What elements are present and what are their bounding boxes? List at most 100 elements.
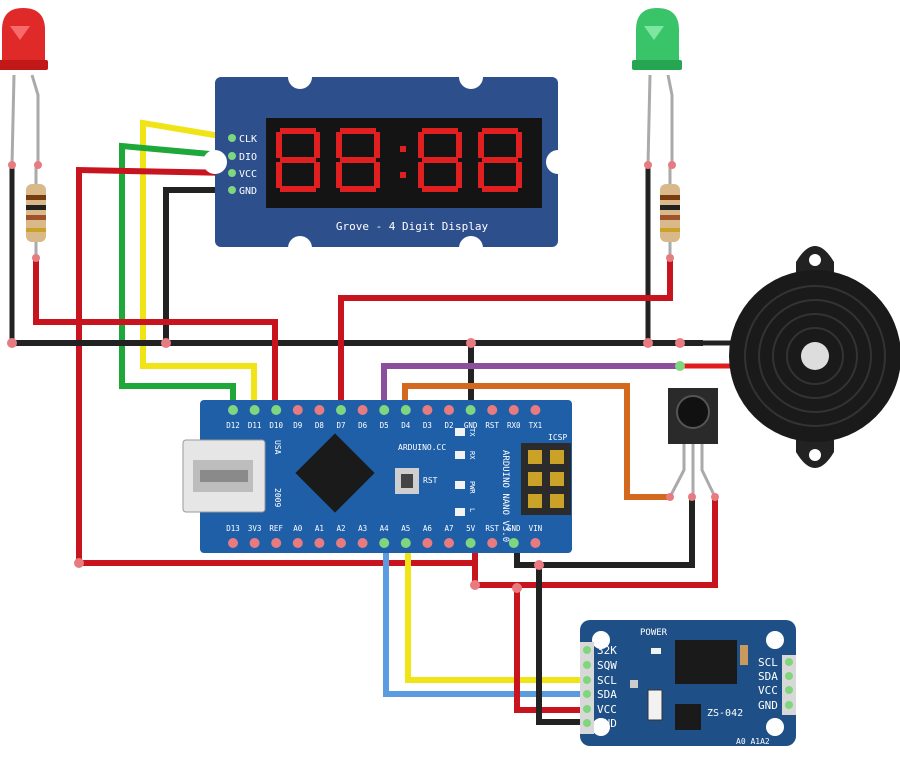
digit-segment: [336, 162, 342, 188]
led-leg: [10, 74, 16, 166]
rtc-left-pin: [583, 646, 591, 654]
display-pin-label: GND: [239, 186, 257, 197]
resistor-body: [26, 184, 46, 242]
joint: [534, 560, 544, 570]
rtc-left-pin-label: VCC: [597, 703, 617, 716]
nano-bottom-pin: [400, 538, 411, 548]
digit-segment: [516, 132, 522, 158]
resistor-band: [660, 228, 680, 232]
status-led-label: L: [468, 508, 476, 512]
wire-gnd-black: [163, 187, 235, 346]
nano-name: ARDUINO NANO V3.0: [500, 450, 510, 542]
rtc-smd: [647, 689, 663, 721]
nano-bottom-pin: [444, 538, 454, 548]
joint: [7, 338, 17, 348]
nano-bottom-pin: [271, 538, 282, 548]
piezo-buzzer: [729, 246, 900, 468]
icsp-pins: [528, 450, 564, 508]
digit-segment: [280, 186, 316, 192]
rtc-left-pin-label: SDA: [597, 688, 617, 701]
usa-label: USA: [273, 440, 282, 455]
joint: [666, 254, 674, 262]
status-led-label: TX: [468, 428, 476, 437]
nano-bottom-pin: [292, 538, 303, 548]
rtc-left-pin-label: SQW: [597, 659, 617, 672]
wire-rtc-scl-yellow: [405, 542, 590, 683]
nano-top-pin-label: D4: [401, 421, 411, 430]
nano-top-pin-label: TX1: [529, 421, 543, 430]
display-pin: [228, 186, 236, 194]
rtc-left-pin: [583, 661, 591, 669]
wire-led-right-to-d7: [338, 255, 673, 411]
rtc-chip: [675, 640, 737, 684]
mount-hole: [203, 150, 227, 174]
digit-segment: [314, 132, 320, 158]
led-green: [632, 8, 682, 166]
digit-segment: [456, 162, 462, 188]
nano-top-pin: [400, 405, 411, 415]
rtc-right-pin: [785, 658, 793, 666]
resistor-band: [26, 205, 46, 210]
nano-top-pin: [249, 405, 260, 415]
led-shine: [644, 26, 664, 40]
wire-ir-gnd-black: [514, 494, 695, 568]
joint: [675, 338, 685, 348]
nano-bottom-pin-label: GND: [507, 524, 521, 533]
colon-dot: [400, 172, 406, 178]
digit-segment: [422, 157, 458, 163]
nano-bottom-pin-label: VIN: [529, 524, 543, 533]
nano-bottom-pin-label: A6: [423, 524, 433, 533]
resistor-left: [26, 165, 46, 258]
nano-top-pin-label: RST: [485, 421, 499, 430]
resistor-band: [660, 195, 680, 200]
led-base: [632, 60, 682, 70]
nano-bottom-pin-label: A3: [358, 524, 367, 533]
digit-segment: [280, 157, 316, 163]
nano-bottom-pin: [487, 538, 498, 548]
icsp-pin: [528, 472, 542, 486]
display-pin: [228, 169, 236, 177]
wire-ir-vcc-red: [472, 494, 718, 588]
icsp-pin: [528, 450, 542, 464]
reset-button-cap: [401, 474, 413, 488]
nano-top-pin-label: D10: [269, 421, 283, 430]
nano-bottom-pin-label: A4: [380, 524, 390, 533]
display-pin-label: CLK: [239, 134, 257, 145]
nano-top-pin-label: D7: [336, 421, 345, 430]
joint: [34, 161, 42, 169]
rtc-right-pin-label: VCC: [758, 684, 778, 697]
wire-clk-yellow: [140, 119, 257, 411]
resistor-right: [660, 165, 680, 258]
colon-dot: [400, 146, 406, 152]
rtc-right-pin: [785, 701, 793, 709]
digit-segment: [340, 186, 376, 192]
nano-bottom-pin: [422, 538, 433, 548]
rtc-name: ZS-042: [707, 708, 743, 719]
led-leg: [646, 74, 652, 166]
wire-buzzer-d5: [381, 363, 683, 411]
rtc-left-pin: [583, 719, 591, 727]
digit-segment: [340, 128, 376, 134]
buzzer-ring: [758, 299, 872, 413]
nano-bottom-pin-label: REF: [269, 524, 283, 533]
wire-dio-green: [119, 142, 236, 411]
rtc-header: [782, 655, 796, 715]
rtc-left-pin: [583, 705, 591, 713]
joint: [512, 583, 522, 593]
nano-bottom-pin-label: A7: [444, 524, 453, 533]
nano-board: [200, 400, 572, 553]
joint: [161, 338, 171, 348]
mount-hole: [288, 65, 312, 89]
status-led: [455, 451, 465, 459]
mount-hole: [459, 236, 483, 260]
nano-top-pin: [465, 405, 476, 415]
nano-bottom-pin: [465, 538, 476, 548]
digit-segment: [374, 132, 380, 158]
joint: [644, 161, 652, 169]
joint: [643, 338, 653, 348]
rtc-left-pin-label: GND: [597, 717, 617, 730]
nano-top-pin: [530, 405, 541, 415]
